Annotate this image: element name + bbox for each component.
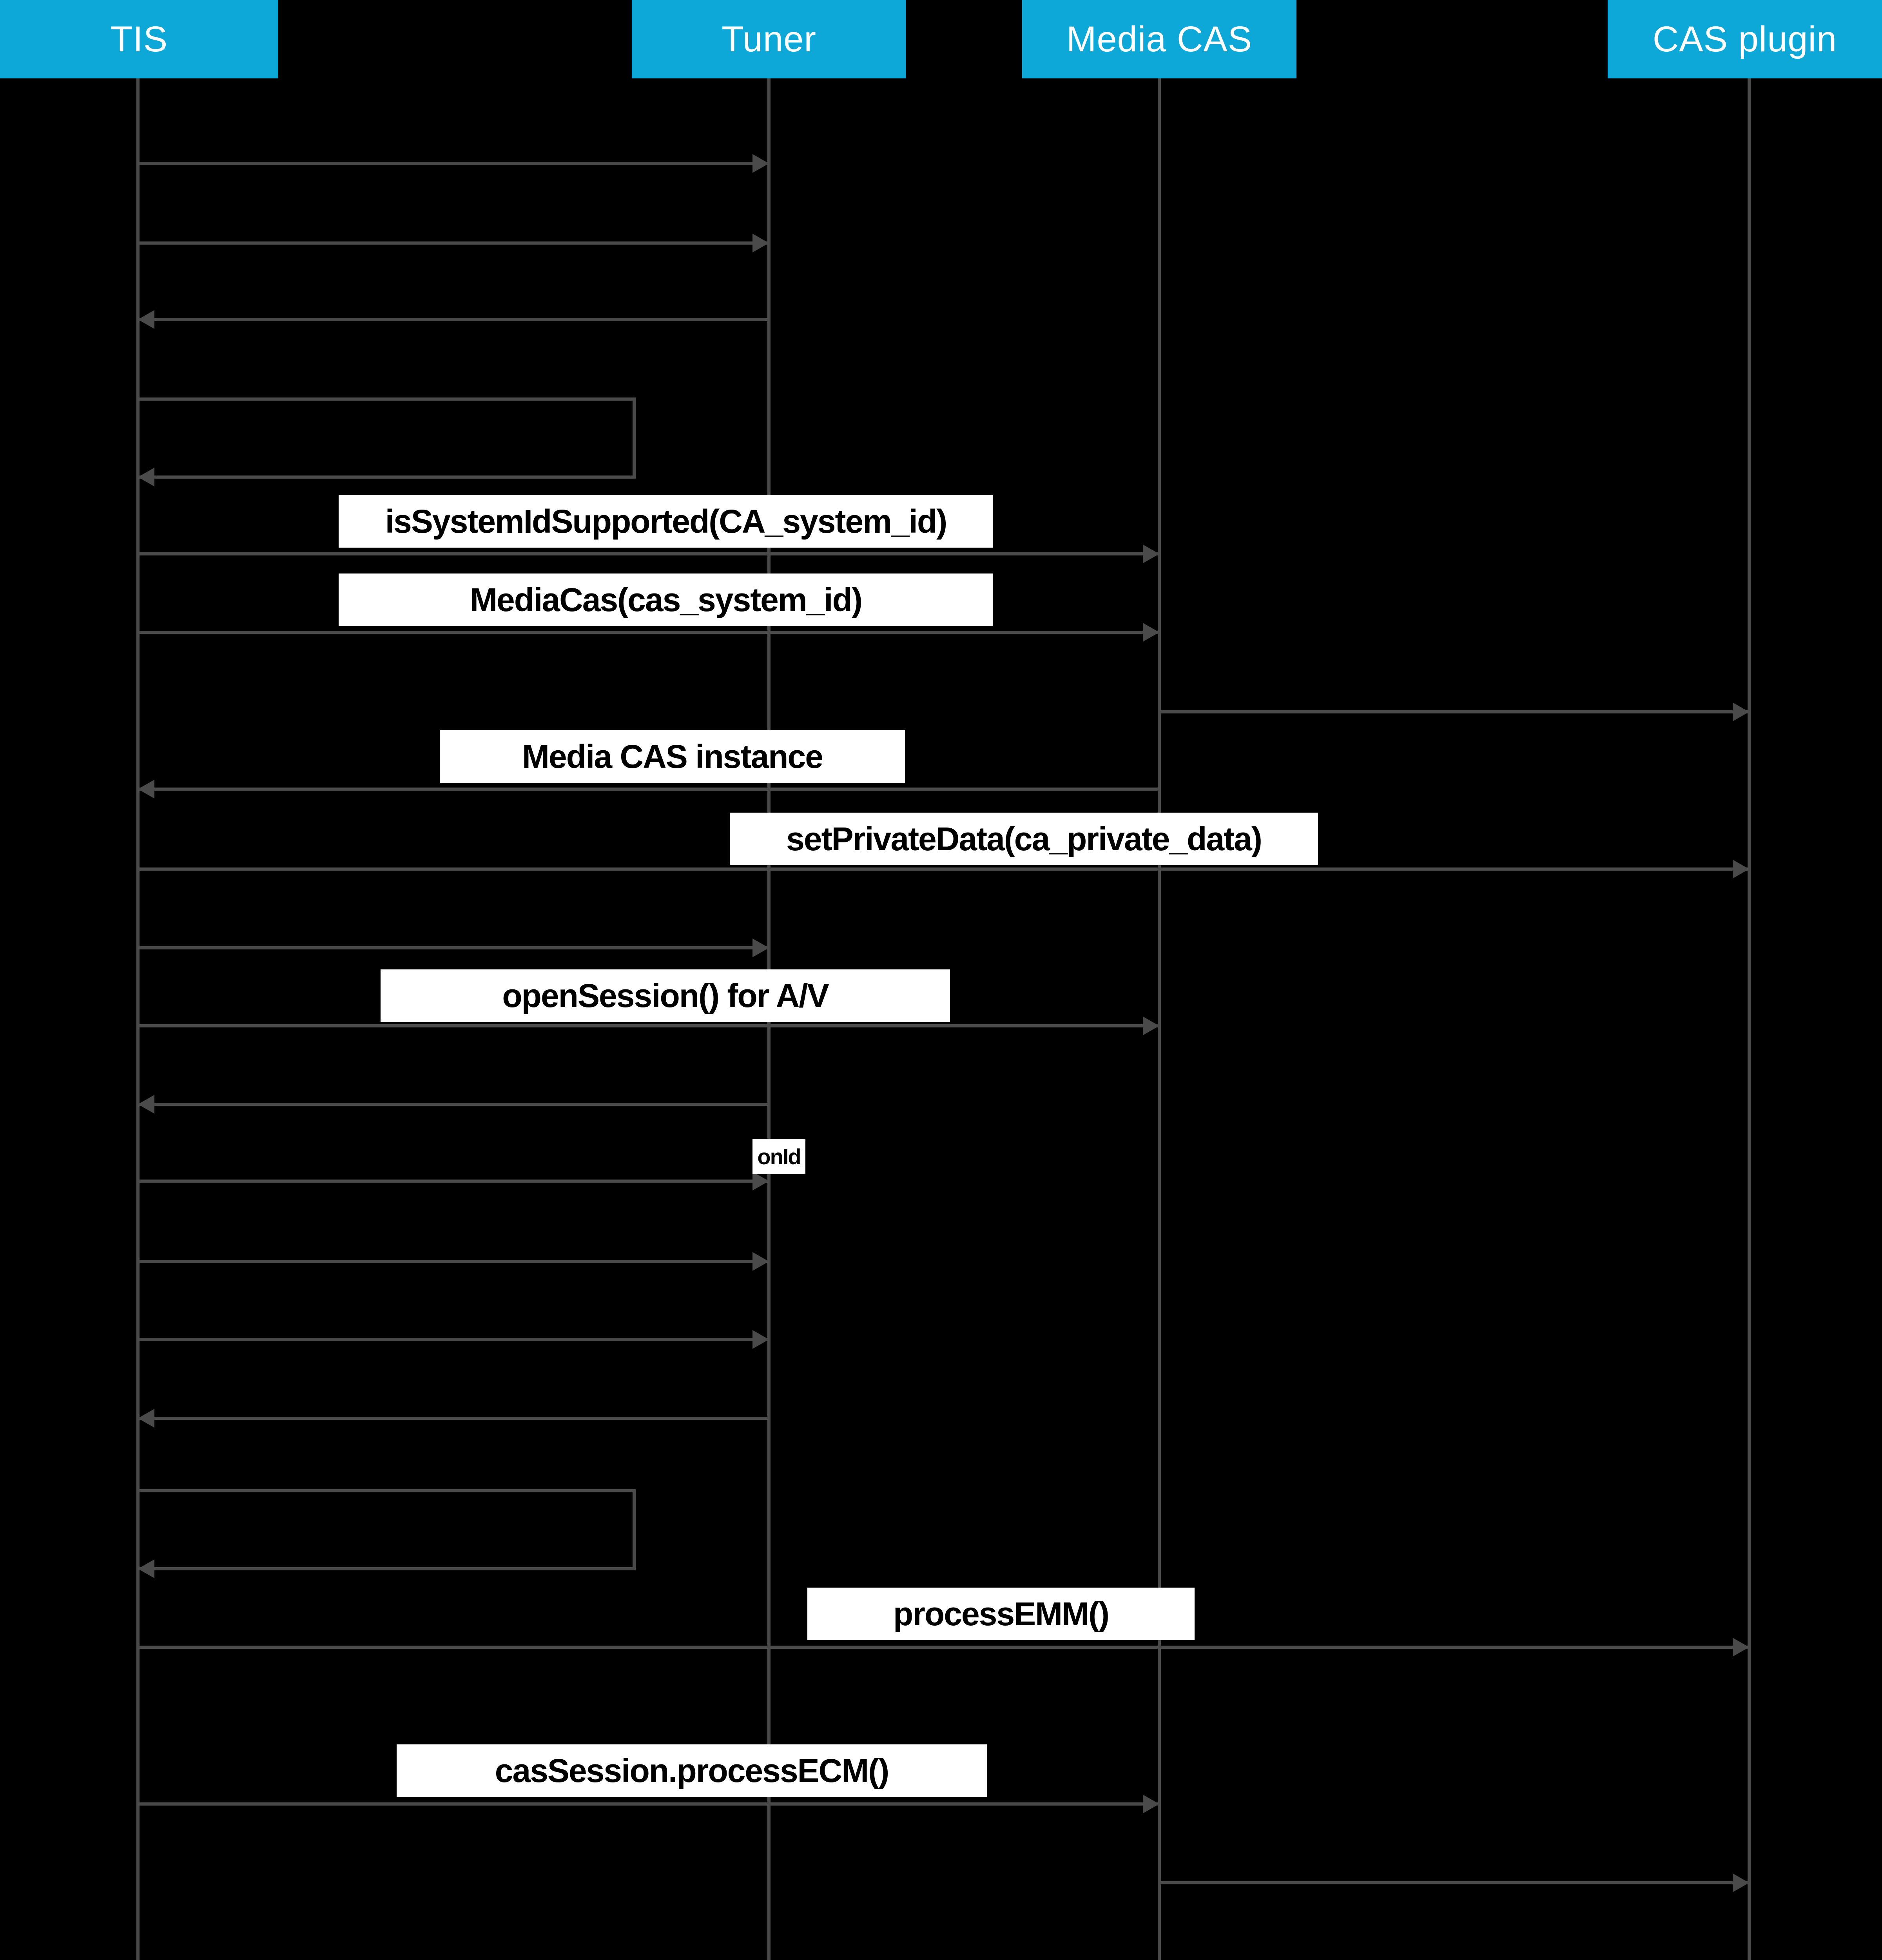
self-call-bottom-line-3 (138, 475, 634, 479)
message-arrowhead-left-icon (138, 310, 154, 329)
message-arrow-line-18 (138, 1802, 1159, 1806)
message-label-text: Media CAS instance (522, 738, 823, 775)
self-call-side-line-16 (633, 1489, 636, 1570)
participant-header-top-tis: TIS (0, 0, 278, 78)
message-label-text: setPrivateData(ca_private_data) (786, 820, 1262, 857)
message-arrowhead-right-icon (1143, 1016, 1159, 1035)
participant-label: Media CAS (1066, 19, 1253, 59)
message-arrow-line-8 (138, 867, 1749, 871)
message-arrow-line-15 (138, 1417, 769, 1420)
message-arrowhead-right-icon (752, 1330, 769, 1349)
participant-label: TIS (110, 19, 168, 59)
message-arrow-line-17 (138, 1646, 1749, 1649)
self-call-bottom-line-16 (138, 1567, 634, 1570)
message-arrow-line-1 (138, 241, 769, 245)
message-arrowhead-left-icon (138, 1095, 154, 1114)
message-arrow-line-2 (138, 318, 769, 321)
message-arrowhead-left-icon (138, 1559, 154, 1578)
participant-label: Tuner (722, 19, 816, 59)
message-arrowhead-left-icon (138, 780, 154, 799)
message-arrowhead-right-icon (1143, 623, 1159, 642)
participant-header-top-cas-plugin: CAS plugin (1608, 0, 1882, 78)
participant-header-top-media-cas: Media CAS (1022, 0, 1296, 78)
message-arrow-line-5 (138, 631, 1159, 634)
message-arrowhead-right-icon (752, 1252, 769, 1271)
message-arrowhead-right-icon (1733, 702, 1749, 721)
message-arrowhead-right-icon (752, 938, 769, 957)
message-arrow-line-6 (1159, 710, 1749, 713)
message-arrow-line-10 (138, 1024, 1159, 1027)
message-label: setPrivateData(ca_private_data) (730, 813, 1318, 865)
message-arrowhead-right-icon (1143, 544, 1159, 563)
message-arrow-line-0 (138, 162, 769, 165)
message-label-text: processEMM() (893, 1595, 1110, 1632)
lifeline-tis (136, 78, 140, 1960)
message-arrowhead-right-icon (752, 1172, 769, 1191)
message-label: processEMM() (807, 1588, 1195, 1640)
message-arrow-line-13 (138, 1260, 769, 1263)
message-arrowhead-left-icon (138, 1409, 154, 1428)
message-arrowhead-right-icon (752, 154, 769, 173)
message-label: casSession.processECM() (397, 1744, 987, 1797)
message-arrow-line-19 (1159, 1881, 1749, 1884)
message-label: onId (752, 1139, 805, 1174)
message-arrowhead-right-icon (1143, 1795, 1159, 1813)
message-arrow-line-14 (138, 1338, 769, 1341)
message-arrow-line-12 (138, 1180, 769, 1183)
message-arrowhead-right-icon (1733, 1638, 1749, 1657)
message-label-text: onId (757, 1144, 801, 1169)
message-label-text: MediaCas(cas_system_id) (470, 581, 863, 618)
message-arrowhead-right-icon (1733, 860, 1749, 878)
lifeline-media-cas (1158, 78, 1161, 1960)
self-call-top-line-3 (138, 397, 634, 401)
message-arrowhead-right-icon (1733, 1873, 1749, 1892)
message-label-text: isSystemIdSupported(CA_system_id) (385, 503, 947, 540)
message-label: Media CAS instance (440, 730, 905, 783)
message-label: MediaCas(cas_system_id) (339, 573, 993, 626)
message-arrow-line-7 (138, 788, 1159, 791)
message-arrow-line-9 (138, 946, 769, 949)
message-arrow-line-11 (138, 1103, 769, 1106)
message-arrow-line-4 (138, 552, 1159, 555)
self-call-top-line-16 (138, 1489, 634, 1492)
participant-label: CAS plugin (1652, 19, 1837, 59)
message-label-text: casSession.processECM() (495, 1752, 889, 1789)
message-arrowhead-right-icon (752, 234, 769, 252)
lifeline-cas-plugin (1748, 78, 1751, 1960)
message-label-text: openSession() for A/V (502, 977, 829, 1014)
self-call-side-line-3 (633, 397, 636, 479)
message-label: openSession() for A/V (381, 969, 950, 1022)
message-label: isSystemIdSupported(CA_system_id) (339, 495, 993, 548)
message-arrowhead-left-icon (138, 468, 154, 486)
participant-header-top-tuner: Tuner (632, 0, 906, 78)
